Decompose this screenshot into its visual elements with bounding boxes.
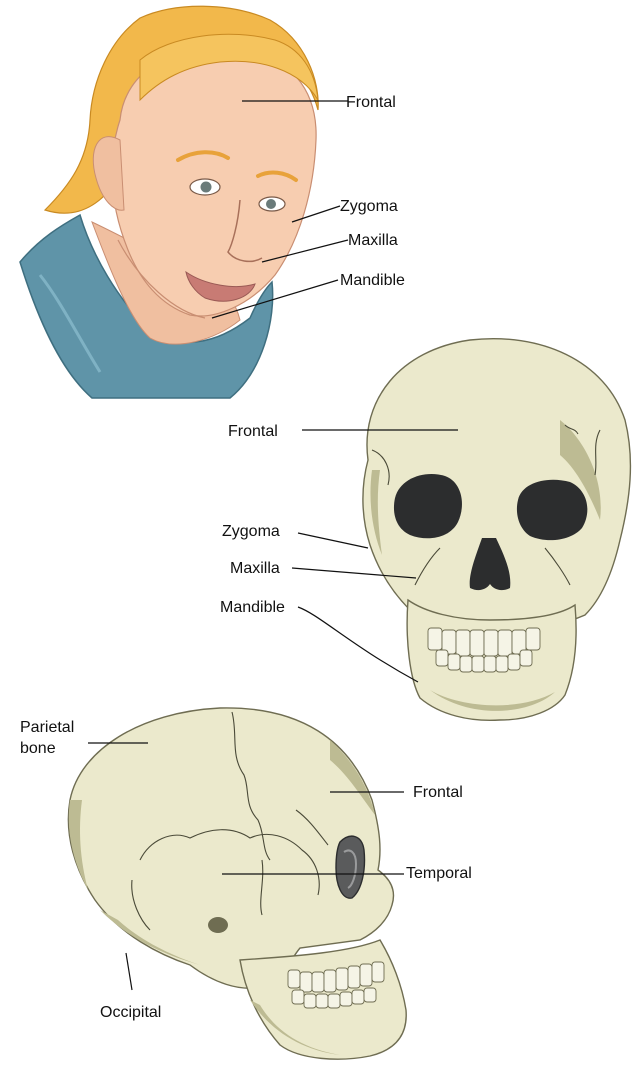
face-label-maxilla: Maxilla — [348, 232, 398, 249]
front-skull-label-zygoma: Zygoma — [222, 523, 280, 540]
side-skull-label-occipital: Occipital — [100, 1004, 161, 1021]
side-skull-label-parietal-line2: bone — [20, 740, 56, 757]
side-skull-label-parietal-line1: Parietal — [20, 719, 74, 736]
front-skull-illustration — [363, 339, 631, 721]
front-skull-label-frontal: Frontal — [228, 423, 278, 440]
face-illustration — [20, 6, 318, 398]
side-skull-label-frontal: Frontal — [413, 784, 463, 801]
face-label-frontal: Frontal — [346, 94, 396, 111]
front-skull-orbit-left — [517, 480, 587, 540]
front-skull-label-maxilla: Maxilla — [230, 560, 280, 577]
front-skull-teeth — [428, 628, 540, 672]
front-skull-orbit-right — [394, 474, 462, 538]
face-label-zygoma: Zygoma — [340, 198, 398, 215]
front-skull-label-mandible: Mandible — [220, 599, 285, 616]
side-skull-label-temporal: Temporal — [406, 865, 472, 882]
face-label-mandible: Mandible — [340, 272, 405, 289]
